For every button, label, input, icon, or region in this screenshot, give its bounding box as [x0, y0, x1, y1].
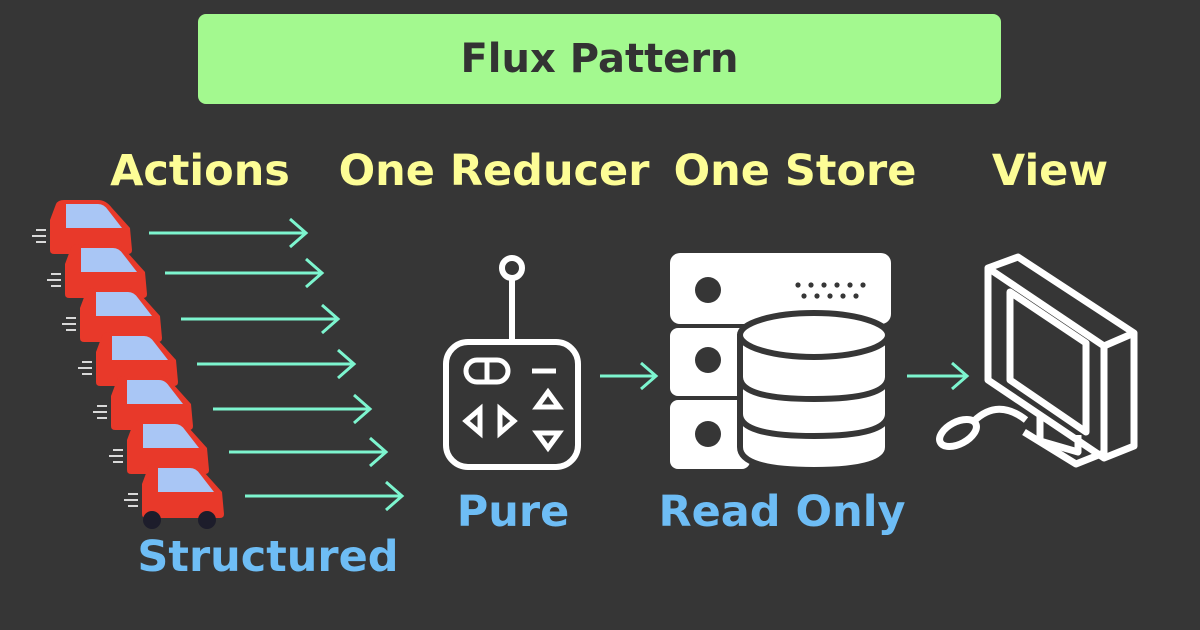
column-label-store: One Store [673, 146, 917, 196]
descriptor-read-only: Read Only [658, 487, 906, 537]
arrow-icon [181, 303, 341, 335]
arrow-store-to-view [907, 361, 970, 391]
diagram-title: Flux Pattern [460, 36, 739, 82]
remote-control-icon [443, 255, 581, 470]
database-server-icon [670, 253, 891, 474]
descriptor-pure: Pure [456, 487, 570, 537]
column-label-view: View [991, 146, 1109, 196]
column-label-reducer: One Reducer [338, 146, 650, 196]
arrow-icon [245, 480, 405, 512]
arrow-icon [213, 393, 373, 425]
arrow-icon [165, 257, 325, 289]
arrow-icon [229, 436, 389, 468]
arrow-icon [197, 348, 357, 380]
column-label-actions: Actions [110, 146, 290, 196]
action-arrows [149, 217, 405, 512]
descriptor-structured: Structured [137, 532, 399, 582]
car-stack-icon [31, 199, 225, 529]
computer-monitor-icon [936, 253, 1138, 468]
wheel-icon [198, 511, 216, 529]
title-banner: Flux Pattern [198, 14, 1001, 104]
wheel-icon [143, 511, 161, 529]
arrow-icon [149, 217, 309, 249]
arrow-reducer-to-store [600, 361, 659, 391]
